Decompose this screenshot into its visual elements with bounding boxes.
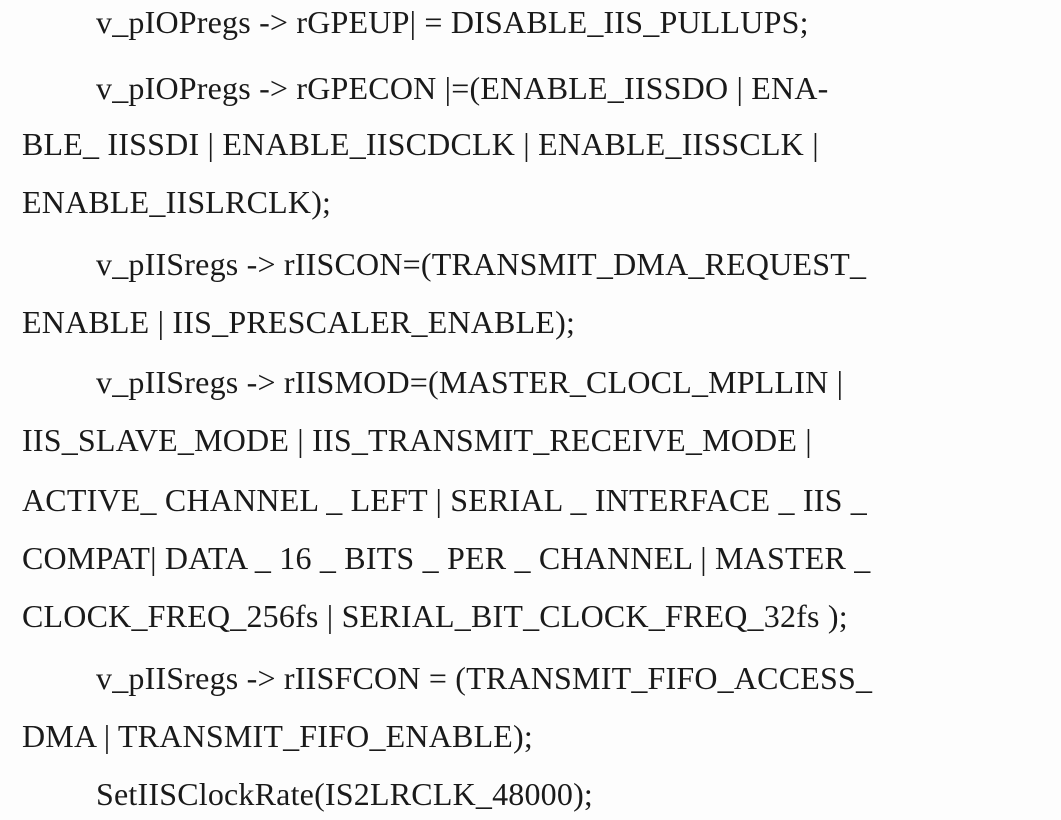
code-line-3: BLE_ IISSDI | ENABLE_IISCDCLK | ENABLE_I… bbox=[22, 126, 819, 162]
code-line-13: DMA | TRANSMIT_FIFO_ENABLE); bbox=[22, 718, 534, 754]
code-line-9: ACTIVE_ CHANNEL _ LEFT | SERIAL _ INTERF… bbox=[22, 482, 868, 518]
code-line-4: ENABLE_IISLRCLK); bbox=[22, 184, 332, 220]
code-line-7: v_pIISregs -> rIISMOD=(MASTER_CLOCL_MPLL… bbox=[96, 364, 844, 400]
code-line-11: CLOCK_FREQ_256fs | SERIAL_BIT_CLOCK_FREQ… bbox=[22, 598, 848, 634]
code-line-5: v_pIISregs -> rIISCON=(TRANSMIT_DMA_REQU… bbox=[96, 246, 867, 282]
code-line-12: v_pIISregs -> rIISFCON = (TRANSMIT_FIFO_… bbox=[96, 660, 873, 696]
code-line-10: COMPAT| DATA _ 16 _ BITS _ PER _ CHANNEL… bbox=[22, 540, 871, 576]
code-line-1: v_pIOPregs -> rGPEUP| = DISABLE_IIS_PULL… bbox=[96, 4, 809, 40]
code-line-14: SetIISClockRate(IS2LRCLK_48000); bbox=[96, 776, 594, 812]
code-line-2: v_pIOPregs -> rGPECON |=(ENABLE_IISSDO |… bbox=[96, 70, 829, 106]
code-line-6: ENABLE | IIS_PRESCALER_ENABLE); bbox=[22, 304, 576, 340]
code-line-8: IIS_SLAVE_MODE | IIS_TRANSMIT_RECEIVE_MO… bbox=[22, 422, 812, 458]
